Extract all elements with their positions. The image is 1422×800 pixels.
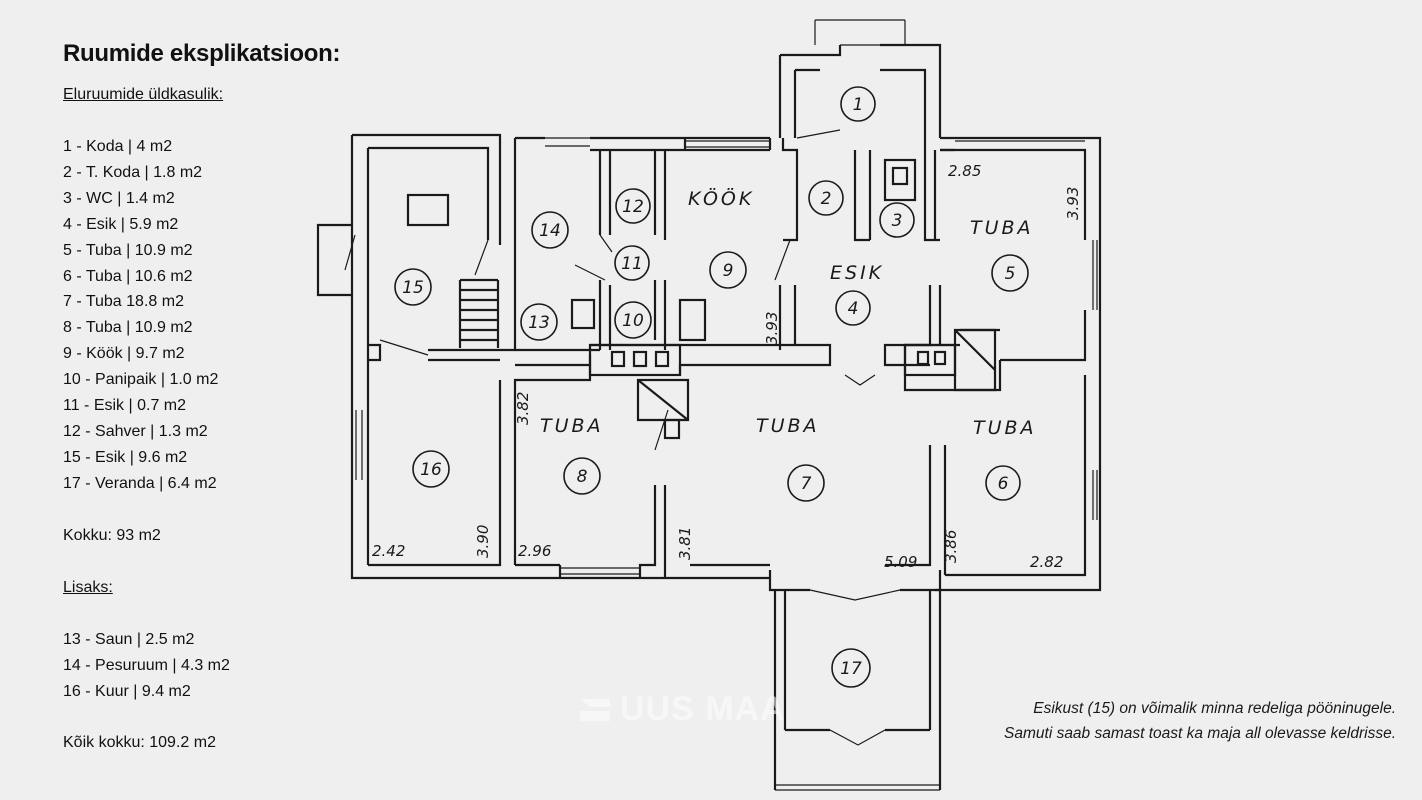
- living-room-list: 1 - Koda | 4 m2 2 - T. Koda | 1.8 m2 3 -…: [63, 134, 363, 497]
- extra-heading: Lisaks:: [63, 578, 113, 596]
- list-item: 12 - Sahver | 1.3 m2: [63, 422, 208, 440]
- list-item: 6 - Tuba | 10.6 m2: [63, 267, 193, 285]
- room-names: KÖÖK ESIK TUBA TUBA TUBA TUBA: [540, 187, 1037, 439]
- room-number-17: 17: [840, 659, 862, 679]
- dim-2-85: 2.85: [948, 162, 981, 180]
- list-item: 16 - Kuur | 9.4 m2: [63, 682, 191, 700]
- room-number-11: 11: [621, 254, 643, 274]
- room-name-kook: KÖÖK: [688, 187, 754, 210]
- dim-5-09: 5.09: [884, 553, 917, 571]
- list-item: 5 - Tuba | 10.9 m2: [63, 241, 193, 259]
- room-number-8: 8: [577, 467, 588, 487]
- room-name-tuba-8: TUBA: [540, 415, 604, 437]
- dim-3-93-room-5: 3.93: [1064, 187, 1082, 220]
- room-number-6: 6: [998, 474, 1009, 494]
- dim-3-81: 3.81: [676, 527, 694, 560]
- note-line-2: Samuti saab samast toast ka maja all ole…: [1004, 725, 1396, 742]
- room-number-14: 14: [539, 221, 561, 241]
- room-number-5: 5: [1005, 264, 1016, 284]
- dim-3-82: 3.82: [514, 392, 532, 425]
- walls: [316, 43, 1102, 790]
- dim-3-86: 3.86: [942, 530, 960, 563]
- room-number-9: 9: [723, 261, 734, 281]
- extra-room-list: 13 - Saun | 2.5 m2 14 - Pesuruum | 4.3 m…: [63, 627, 363, 705]
- list-item: 4 - Esik | 5.9 m2: [63, 215, 179, 233]
- room-number-circles: [394, 86, 1029, 688]
- uus-maa-watermark: UUS MAA: [580, 690, 786, 729]
- list-item: 2 - T. Koda | 1.8 m2: [63, 163, 203, 181]
- dim-2-96: 2.96: [518, 542, 551, 560]
- room-numbers: 1 2 3 4 5 6 7 8 9 10 11 12 13 14 15 16 1…: [402, 95, 1015, 679]
- plan-note: Esikust (15) on võimalik minna redeliga …: [936, 696, 1396, 746]
- list-item: 15 - Esik | 9.6 m2: [63, 448, 188, 466]
- room-number-1: 1: [853, 95, 864, 115]
- room-number-15: 15: [402, 278, 424, 298]
- dim-2-42: 2.42: [372, 542, 405, 560]
- list-item: 3 - WC | 1.4 m2: [63, 189, 175, 207]
- living-heading: Eluruumide üldkasulik:: [63, 86, 224, 103]
- room-number-3: 3: [892, 211, 903, 231]
- list-item: 8 - Tuba | 10.9 m2: [63, 319, 193, 337]
- room-name-esik: ESIK: [830, 262, 884, 284]
- room-name-tuba-6: TUBA: [973, 417, 1037, 439]
- note-line-1: Esikust (15) on võimalik minna redeliga …: [1033, 700, 1396, 717]
- legend-title: Ruumide eksplikatsioon:: [63, 40, 341, 67]
- list-item: 17 - Veranda | 6.4 m2: [63, 474, 217, 492]
- list-item: 10 - Panipaik | 1.0 m2: [63, 371, 219, 389]
- list-item: 7 - Tuba 18.8 m2: [63, 293, 184, 311]
- room-legend: Ruumide eksplikatsioon: Eluruumide üldka…: [63, 40, 363, 756]
- list-item: 14 - Pesuruum | 4.3 m2: [63, 656, 230, 674]
- list-item: 11 - Esik | 0.7 m2: [63, 397, 187, 415]
- living-total: Kokku: 93 m2: [63, 526, 161, 544]
- room-number-16: 16: [420, 460, 442, 480]
- room-number-13: 13: [528, 313, 550, 333]
- list-item: 1 - Koda | 4 m2: [63, 138, 173, 155]
- room-number-7: 7: [801, 474, 812, 494]
- windows-doors: [344, 19, 1098, 791]
- dim-3-90: 3.90: [474, 525, 492, 558]
- grand-total: Kõik kokku: 109.2 m2: [63, 734, 216, 752]
- room-name-tuba-5: TUBA: [970, 217, 1034, 239]
- list-item: 13 - Saun | 2.5 m2: [63, 630, 195, 648]
- room-number-12: 12: [622, 197, 644, 217]
- dim-3-93-room-9: 3.93: [763, 312, 781, 345]
- room-number-4: 4: [848, 299, 859, 319]
- dim-2-82: 2.82: [1030, 553, 1063, 571]
- watermark-text: UUS MAA: [620, 690, 786, 728]
- uus-maa-logo-icon: [580, 695, 610, 725]
- room-number-2: 2: [821, 189, 832, 209]
- dimensions: 2.85 3.93 3.93 3.82 3.90 2.42 2.96 3.81 …: [372, 162, 1082, 571]
- list-item: 9 - Köök | 9.7 m2: [63, 345, 185, 363]
- room-number-10: 10: [622, 311, 644, 331]
- room-name-tuba-7: TUBA: [756, 415, 820, 437]
